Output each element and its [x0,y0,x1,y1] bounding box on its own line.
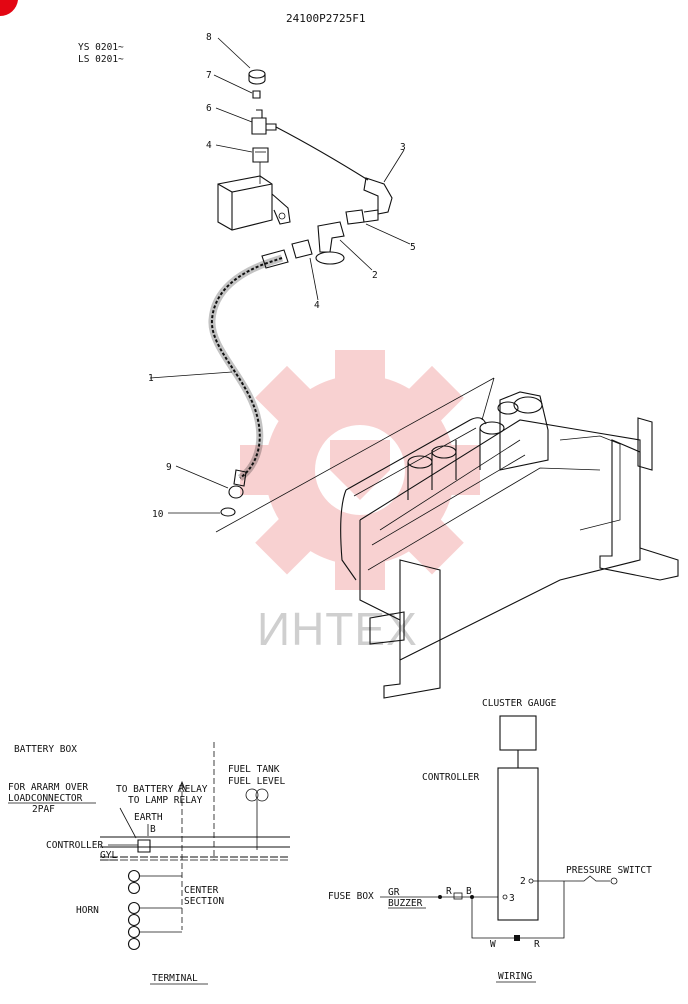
callout-4-upper: 4 [206,140,212,151]
wiring-b: B [466,886,472,897]
callout-5: 5 [410,242,416,253]
terminal-horn: HORN [76,905,99,916]
wiring-pin-2: 2 [520,876,526,887]
wiring-fuse-box: FUSE BOX [328,891,374,902]
cluster-gauge-box [499,715,537,751]
wiring-controller: CONTROLLER [422,772,479,783]
callout-10: 10 [152,509,164,520]
terminal-for-alarm-3: 2PAF [32,804,55,815]
wiring-pin-3: 3 [509,893,515,904]
callout-6: 6 [206,103,212,114]
wiring-r1: R [446,886,452,897]
terminal-diagram: BATTERY BOX FOR ARARM OVER LOADCONNECTOR… [8,742,290,985]
callout-9: 9 [166,462,172,473]
serial-ls: LS 0201~ [78,54,124,65]
terminal-controller: CONTROLLER [46,840,103,851]
callout-8: 8 [206,32,212,43]
valve-assembly [215,377,679,699]
wiring-buzzer: BUZZER [388,898,423,909]
watermark-text: ИНТЕХ [257,603,418,655]
terminal-for-alarm-1: FOR ARARM OVER [8,782,88,793]
callout-3: 3 [400,142,406,153]
wiring-diagram: CLUSTER GAUGE CONTROLLER 2 PRESSURE SWIT… [328,698,652,983]
callouts: 8 7 6 4 3 5 2 4 1 9 10 [148,32,416,520]
terminal-gyl: GYL [100,850,117,861]
wiring-r2: R [534,939,540,950]
terminal-fuel-tank: FUEL TANK [228,764,280,775]
terminal-label: TERMINAL [152,973,198,984]
wiring-cluster-gauge: CLUSTER GAUGE [482,698,557,709]
terminal-center: CENTER [184,885,219,896]
terminal-section: SECTION [184,896,224,907]
callout-2: 2 [372,270,378,281]
corner-logo [0,0,18,17]
terminal-to-lamp-relay: TO LAMP RELAY [128,795,203,806]
wiring-pressure-switch: PRESSURE SWITCT [566,865,652,876]
horn-coils [127,869,182,951]
terminal-b: B [150,824,156,835]
serial-ys: YS 0201~ [78,42,124,53]
controller-box [497,767,539,921]
callout-1: 1 [148,373,154,384]
wiring-w: W [490,939,496,950]
exploded-parts [149,37,411,517]
terminal-to-battery-relay: TO BATTERY RELAY [116,784,208,795]
wiring-gr: GR [388,887,400,898]
terminal-battery-box: BATTERY BOX [14,744,77,755]
terminal-for-alarm-2: LOADCONNECTOR [8,793,83,804]
wiring-label: WIRING [498,971,533,982]
callout-7: 7 [206,70,212,81]
terminal-fuel-level: FUEL LEVEL [228,776,285,787]
terminal-earth: EARTH [134,812,163,823]
callout-4-lower: 4 [314,300,320,311]
part-number: 24100P2725F1 [286,12,365,25]
